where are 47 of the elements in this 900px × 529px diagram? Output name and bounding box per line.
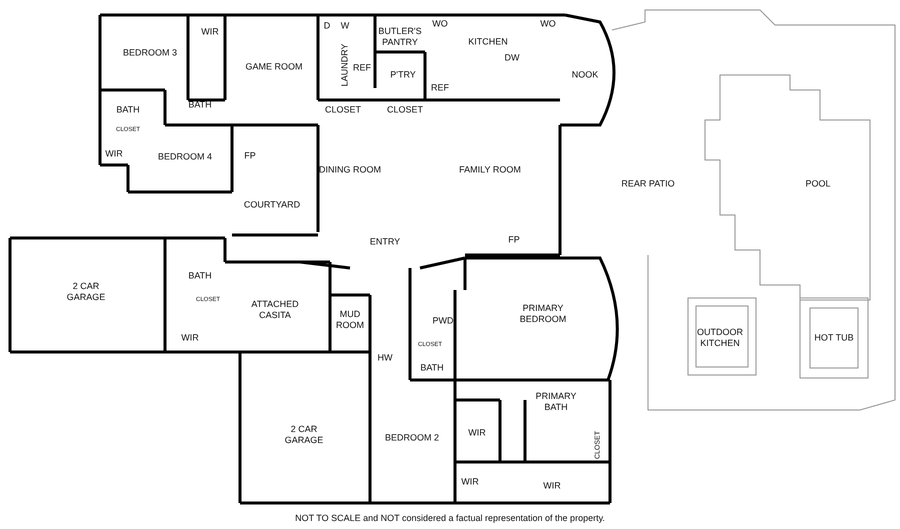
- room-label: BEDROOM 3: [122, 48, 178, 58]
- fixture-label: D: [322, 20, 332, 32]
- fixture-label: CLOSET: [386, 104, 424, 116]
- fixture-label: W: [340, 20, 350, 32]
- fixture-label: WIR: [104, 148, 124, 160]
- room-label: FP: [243, 150, 257, 162]
- fixture-label: WIR: [200, 26, 220, 38]
- disclaimer-caption: NOT TO SCALE and NOT considered a factual representation of the property.: [294, 513, 606, 523]
- room-label: KITCHEN: [467, 36, 509, 48]
- room-label: COURTYARD: [242, 200, 302, 210]
- room-label: FP: [507, 234, 521, 246]
- fixture-label: WO: [431, 18, 449, 30]
- fixture-label: DW: [504, 52, 520, 64]
- room-label: BEDROOM 2: [384, 432, 440, 444]
- fixture-label: CLOSET: [324, 104, 362, 116]
- fixture-label: REF: [430, 82, 450, 94]
- fixture-label: WIR: [542, 480, 562, 492]
- room-label: BATH: [187, 100, 213, 110]
- room-label: PWD: [432, 316, 454, 326]
- room-label: ENTRY: [368, 236, 402, 248]
- room-label: POOL: [804, 178, 832, 190]
- fixture-label: WIR: [460, 476, 480, 488]
- room-label: DINING ROOM: [318, 164, 382, 176]
- fixture-label: HW: [376, 352, 394, 364]
- room-label: MUD ROOM: [335, 309, 365, 331]
- room-label: BEDROOM 4: [156, 152, 213, 162]
- room-label: GAME ROOM: [244, 62, 304, 72]
- room-label: 2 CAR GARAGE: [284, 424, 324, 446]
- room-label: BATH: [187, 270, 213, 282]
- room-label: P'TRY: [389, 70, 417, 80]
- room-label: PRIMARY BATH: [534, 391, 578, 413]
- room-label: BATH: [115, 104, 141, 116]
- room-label: OUTDOOR KITCHEN: [696, 327, 744, 349]
- room-label: ATTACHED CASITA: [250, 299, 300, 321]
- fixture-label: WIR: [180, 332, 200, 344]
- room-label: LAUNDRY: [340, 42, 350, 88]
- room-label: BUTLER'S PANTRY: [377, 26, 423, 48]
- room-label: 2 CAR GARAGE: [66, 281, 106, 303]
- room-label: HOT TUB: [814, 332, 854, 344]
- fixture-label: WIR: [467, 428, 487, 438]
- room-label: REAR PATIO: [620, 178, 676, 190]
- room-label: NOOK: [570, 70, 600, 80]
- fixture-label: REF: [352, 62, 372, 74]
- room-label: PRIMARY BEDROOM: [518, 303, 568, 325]
- room-label: FAMILY ROOM: [458, 164, 522, 176]
- fixture-label: WO: [539, 18, 557, 30]
- room-label: BATH: [419, 362, 445, 374]
